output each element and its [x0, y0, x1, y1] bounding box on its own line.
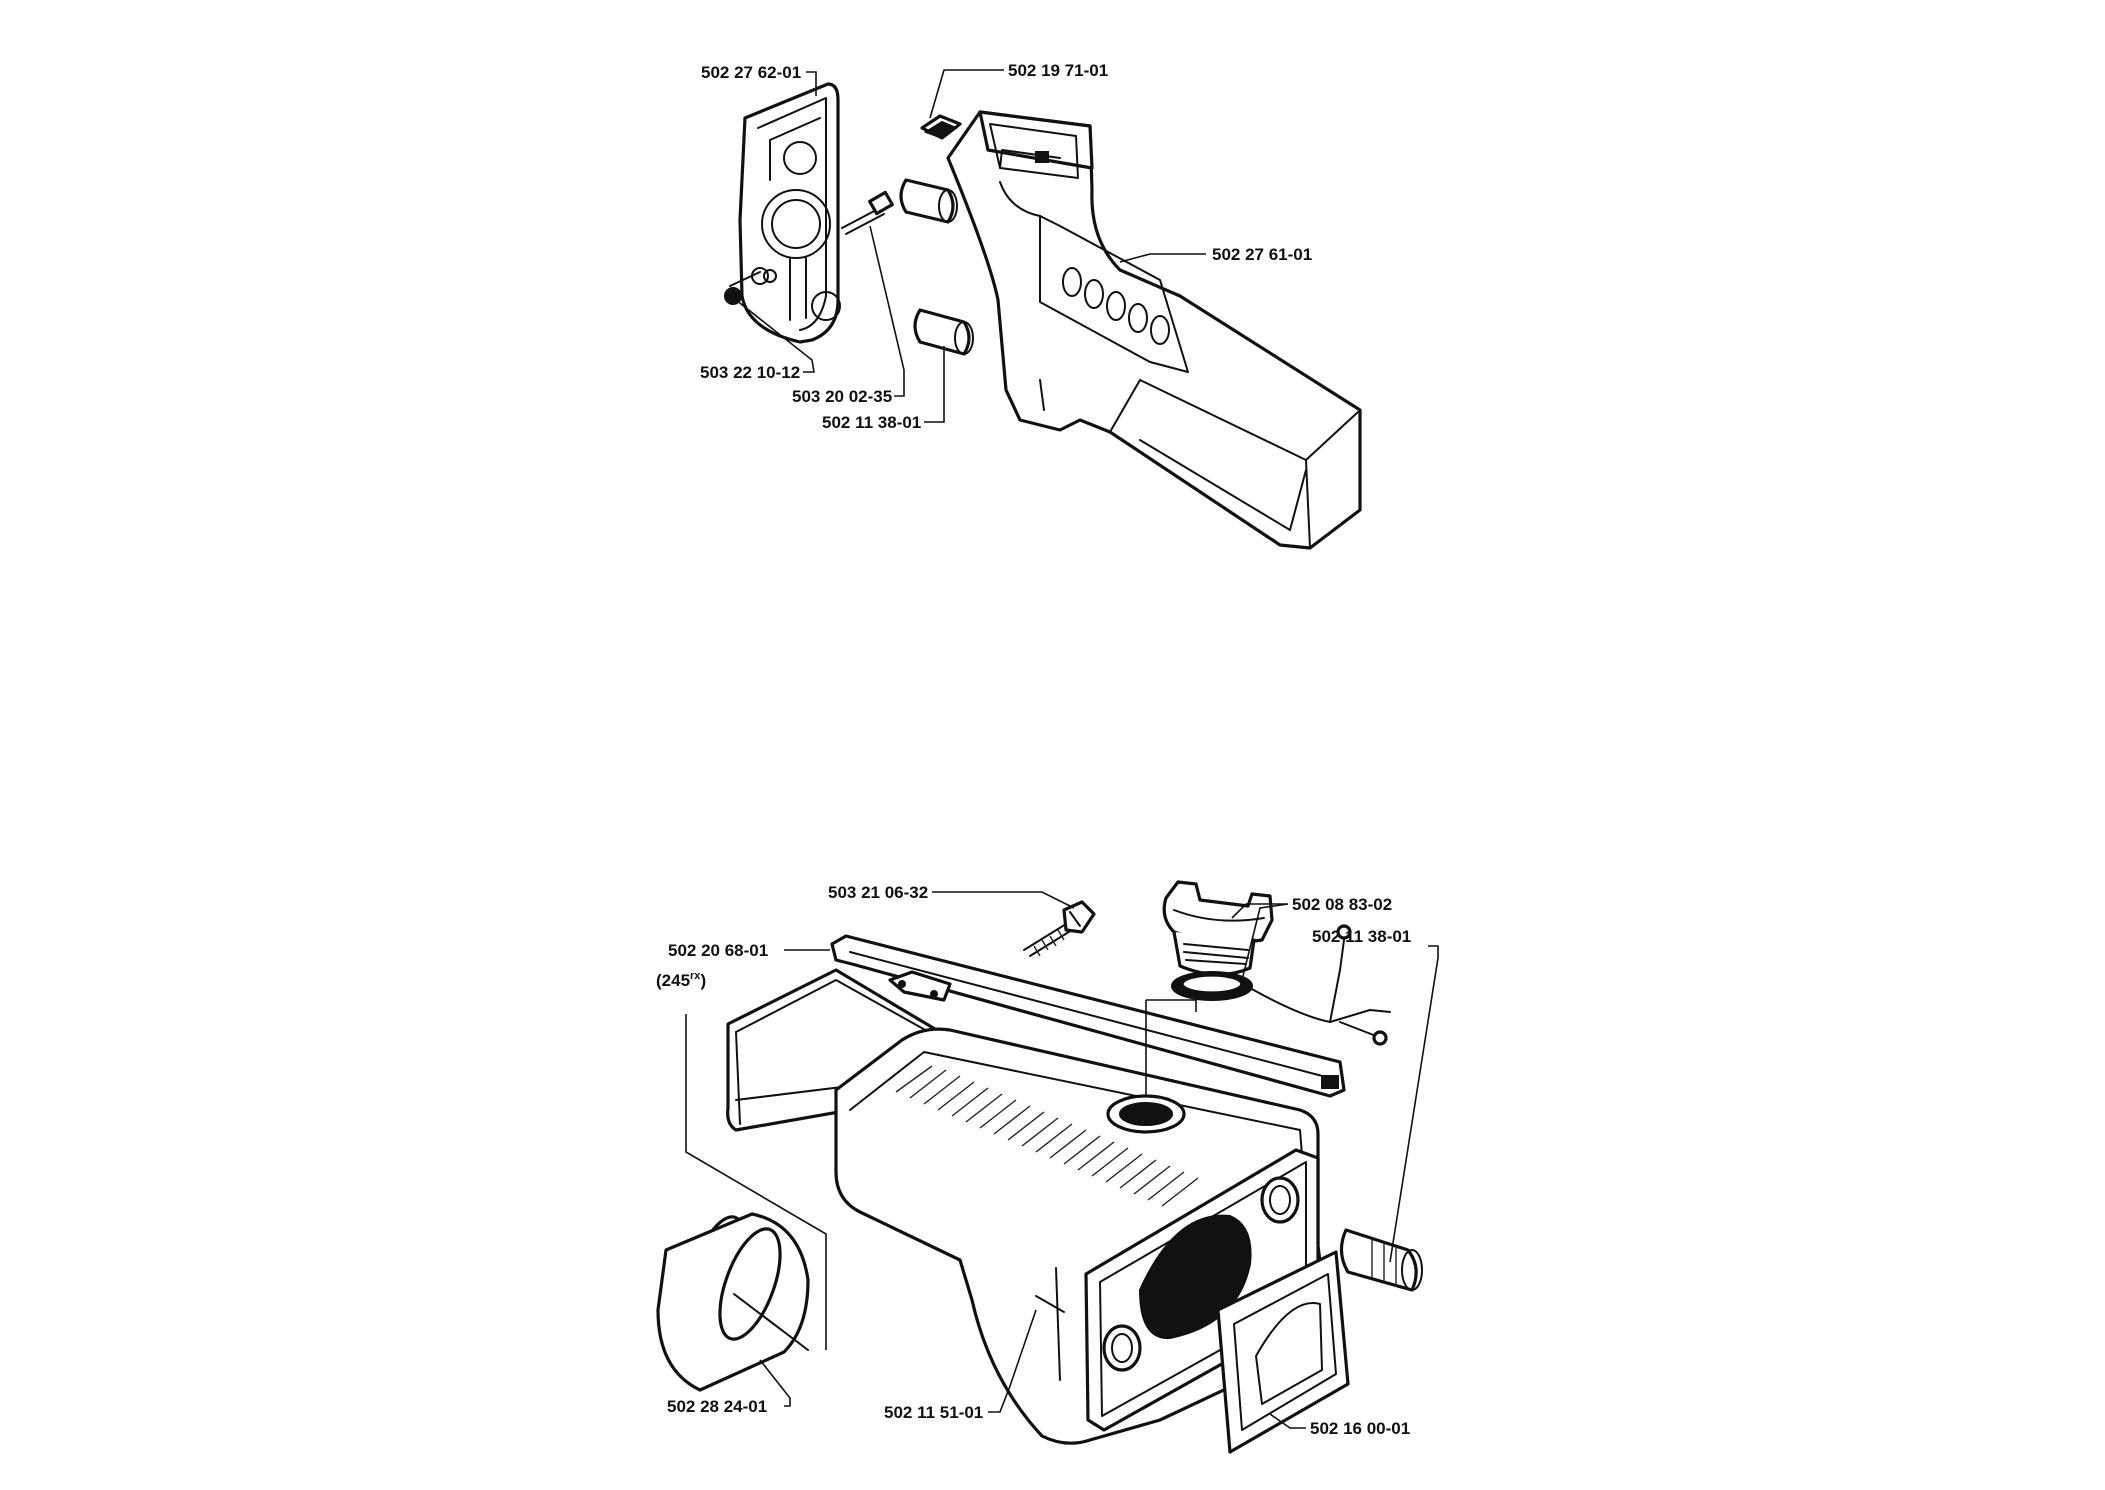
bracket-strip	[830, 934, 1346, 1098]
fuel-tank	[726, 968, 1332, 1445]
top-assembly	[724, 82, 1362, 550]
label-model-note: (245rx)	[656, 970, 706, 990]
top-labels: 502 27 62-01 502 19 71-01 502 27 61-01 5…	[700, 61, 1312, 432]
screw-bottom	[1023, 900, 1096, 957]
square-nut	[920, 114, 962, 140]
tank-ribs	[895, 1065, 1199, 1207]
label-rubber-plug-bottom: 502 11 38-01	[1312, 927, 1411, 946]
label-rubber-plug-top: 502 11 38-01	[822, 413, 921, 432]
label-end-cap: 502 27 62-01	[701, 63, 801, 82]
top-leaders	[735, 69, 1206, 423]
label-square-nut: 502 19 71-01	[1008, 61, 1108, 80]
rubber-plug-bottom	[1339, 1228, 1423, 1292]
label-ring: 502 28 24-01	[667, 1397, 767, 1416]
screw-top	[841, 190, 894, 235]
label-screw-bottom: 503 21 06-32	[828, 883, 928, 902]
bottom-assembly	[656, 880, 1423, 1454]
handle-housing	[946, 110, 1362, 550]
label-screw-top: 503 20 02-35	[792, 387, 892, 406]
label-nuts: 503 22 10-12	[700, 363, 800, 382]
nut-pair	[724, 269, 777, 305]
label-bracket-strip: 502 20 68-01	[668, 941, 768, 960]
bottom-leaders	[685, 891, 1439, 1429]
ring	[656, 1212, 810, 1392]
end-cap-part	[738, 82, 841, 344]
fuel-cap	[1162, 880, 1391, 1046]
label-gasket: 502 16 00-01	[1310, 1419, 1410, 1438]
label-fuel-cap: 502 08 83-02	[1292, 895, 1392, 914]
label-handle-housing: 502 27 61-01	[1212, 245, 1312, 264]
label-fuel-tank: 502 11 51-01	[884, 1403, 983, 1422]
gasket	[1216, 1250, 1350, 1454]
rubber-plug-lower	[913, 308, 974, 356]
bottom-labels: 503 21 06-32 502 08 83-02 502 11 38-01 5…	[656, 883, 1411, 1438]
rubber-plug-upper	[899, 178, 958, 224]
